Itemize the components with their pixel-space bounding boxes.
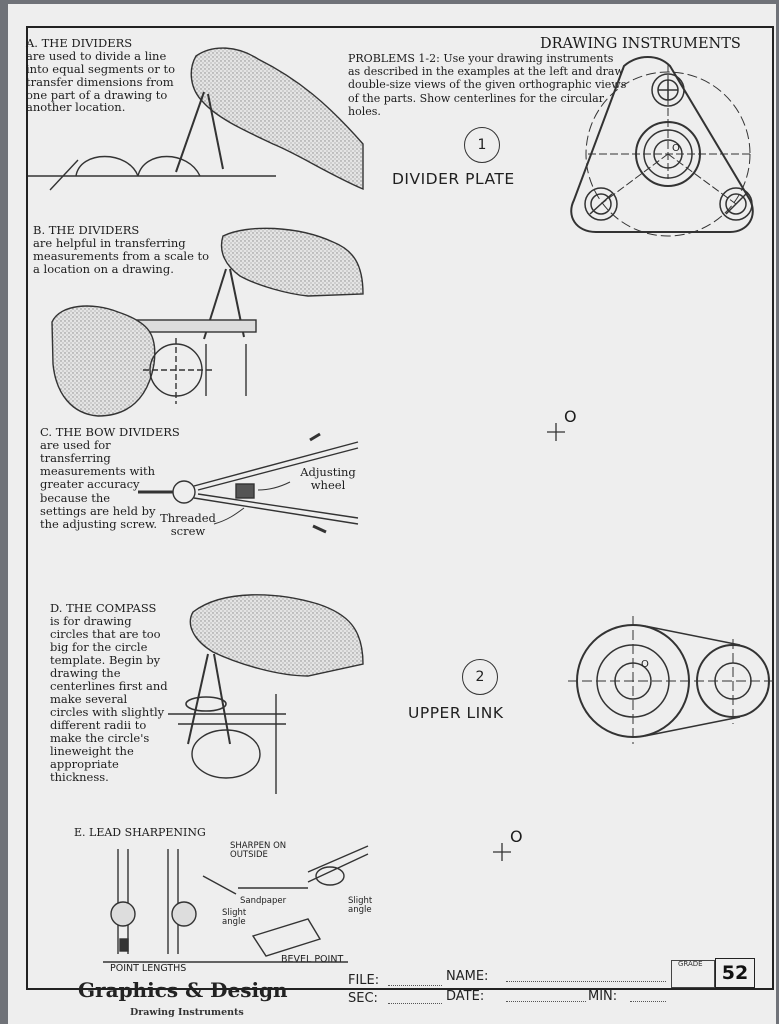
page-number: 52 [715,958,755,988]
page-title: DRAWING INSTRUMENTS [540,36,741,52]
grade-label: GRADE [678,960,703,968]
divider-plate-marker: O [672,143,680,154]
section-b-heading: B. THE DIVIDERS [33,223,140,237]
section-b-text: B. THE DIVIDERS are helpful in transferr… [33,224,213,276]
sandpaper-label: Sandpaper [240,896,287,906]
section-d-body: is for drawing circles that are too big … [50,613,168,784]
section-c-illustration [138,432,359,534]
section-b-body: are helpful in transferring measurements… [33,235,210,276]
file-field[interactable] [388,973,442,986]
min-field[interactable] [630,989,666,1002]
upper-link-drawing [568,616,776,744]
section-a-illustration [28,47,364,191]
point-lengths-label: POINT LENGTHS [110,963,187,974]
section-e-illustration [103,845,369,963]
slight-angle-label-left: Slight angle [222,908,247,927]
illustrations [28,47,776,963]
upper-link-marker: O [641,659,649,670]
problem-1-origin-marker [547,423,565,441]
sharpen-on-outside-label: SHARPEN ON OUTSIDE [230,841,287,860]
section-b-illustration [51,227,364,417]
bevel-point-label: BEVEL POINT [281,954,344,965]
problem-1-number: 1 [464,127,500,163]
grade-box[interactable] [671,960,715,988]
adjusting-wheel-label: Adjusting wheel [300,465,356,492]
section-a-text: A. THE DIVIDERS are used to divide a lin… [26,37,186,114]
section-e-heading: E. LEAD SHARPENING [74,826,206,839]
slight-angle-label-right: Slight angle [348,896,373,915]
worksheet-page: DRAWING INSTRUMENTS PROBLEMS 1-2: Use yo… [8,4,776,1024]
problem-2-label: UPPER LINK [408,704,504,722]
section-d-text: D. THE COMPASS is for drawing circles th… [50,602,190,784]
name-label: NAME: [446,969,489,984]
date-label: DATE: [446,989,485,1004]
date-field[interactable] [506,989,586,1002]
page-border [26,26,774,990]
section-a-heading: A. THE DIVIDERS [26,36,133,50]
problem-1-origin-label: O [564,407,577,426]
divider-plate-drawing [570,56,754,237]
problems-instructions: PROBLEMS 1-2: Use your drawing instrumen… [348,52,627,118]
problem-2-origin-label: O [510,827,523,846]
problem-2-number: 2 [462,659,498,695]
section-d-illustration [168,594,364,794]
section-c-body: are used for transferring measurements w… [40,438,158,531]
name-field[interactable] [506,969,666,982]
threaded-screw-label: Threaded screw [160,511,216,538]
problem-1-label: DIVIDER PLATE [392,170,515,188]
sec-label: SEC: [348,991,378,1006]
section-d-heading: D. THE COMPASS [50,601,157,615]
file-label: FILE: [348,973,380,988]
min-label: MIN: [588,989,618,1004]
problem-2-origin-marker [493,843,511,861]
section-c-heading: C. THE BOW DIVIDERS [40,425,180,439]
section-a-body: are used to divide a line into equal seg… [26,48,176,115]
footer-brand: Graphics & Design [78,978,288,1002]
footer-subtitle: Drawing Instruments [130,1007,244,1018]
section-c-text: C. THE BOW DIVIDERS are used for transfe… [40,425,210,531]
sec-field[interactable] [388,991,442,1004]
